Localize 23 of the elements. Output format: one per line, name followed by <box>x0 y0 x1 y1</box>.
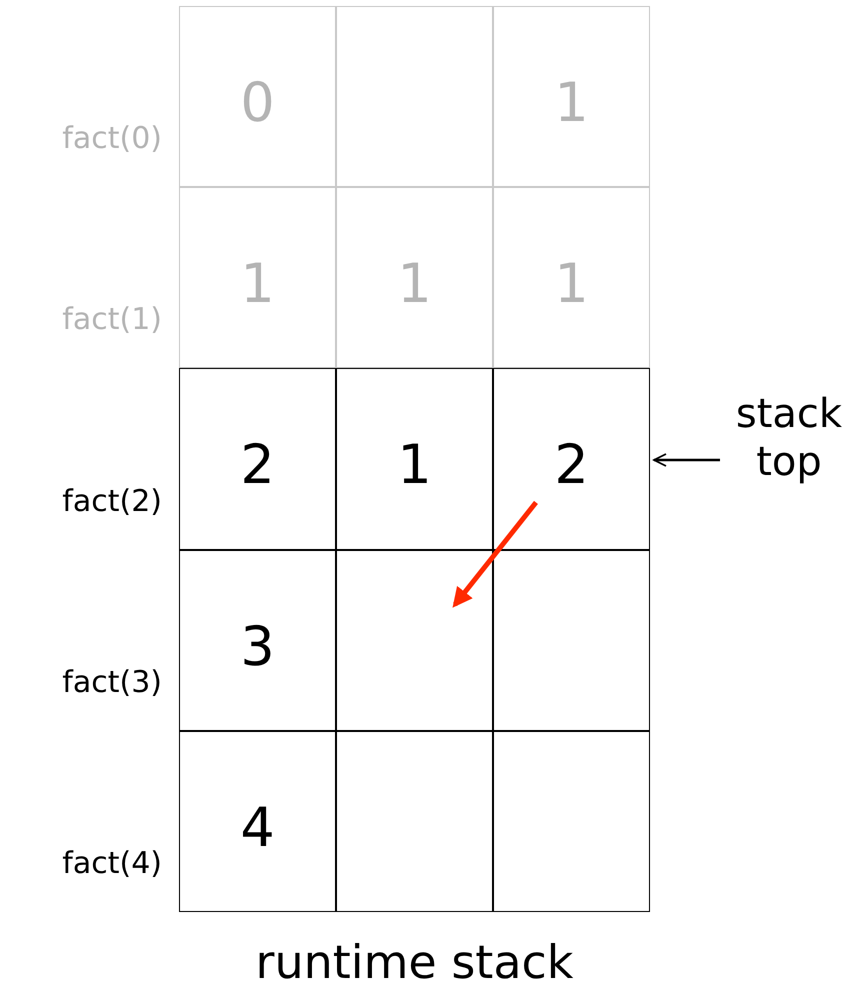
stack-top-label: stack top <box>730 390 848 486</box>
stack-cell: 1 <box>493 187 650 368</box>
stack-cell <box>336 730 493 912</box>
frame-label: fact(1) <box>62 302 162 338</box>
stack-cell: 4 <box>179 730 336 912</box>
stack-cell <box>493 550 650 731</box>
stack-cell: 1 <box>493 6 650 188</box>
caption: runtime stack <box>254 935 574 989</box>
frame-label: fact(0) <box>62 121 162 156</box>
stack-cell: 1 <box>336 368 493 550</box>
stack-cell <box>336 6 493 188</box>
stack-cell: 2 <box>493 368 650 550</box>
frame-label: fact(3) <box>62 664 162 700</box>
stack-cell <box>336 550 493 731</box>
stack-cell: 3 <box>179 550 336 731</box>
stack-cell <box>493 730 650 912</box>
frame-label: fact(2) <box>62 484 162 519</box>
stack-cell: 2 <box>179 368 336 550</box>
stack-cell: 1 <box>179 187 336 368</box>
stack-cell: 1 <box>336 187 493 368</box>
frame-label: fact(4) <box>62 846 162 881</box>
arrow <box>653 453 720 467</box>
stack-cell: 0 <box>179 6 336 188</box>
